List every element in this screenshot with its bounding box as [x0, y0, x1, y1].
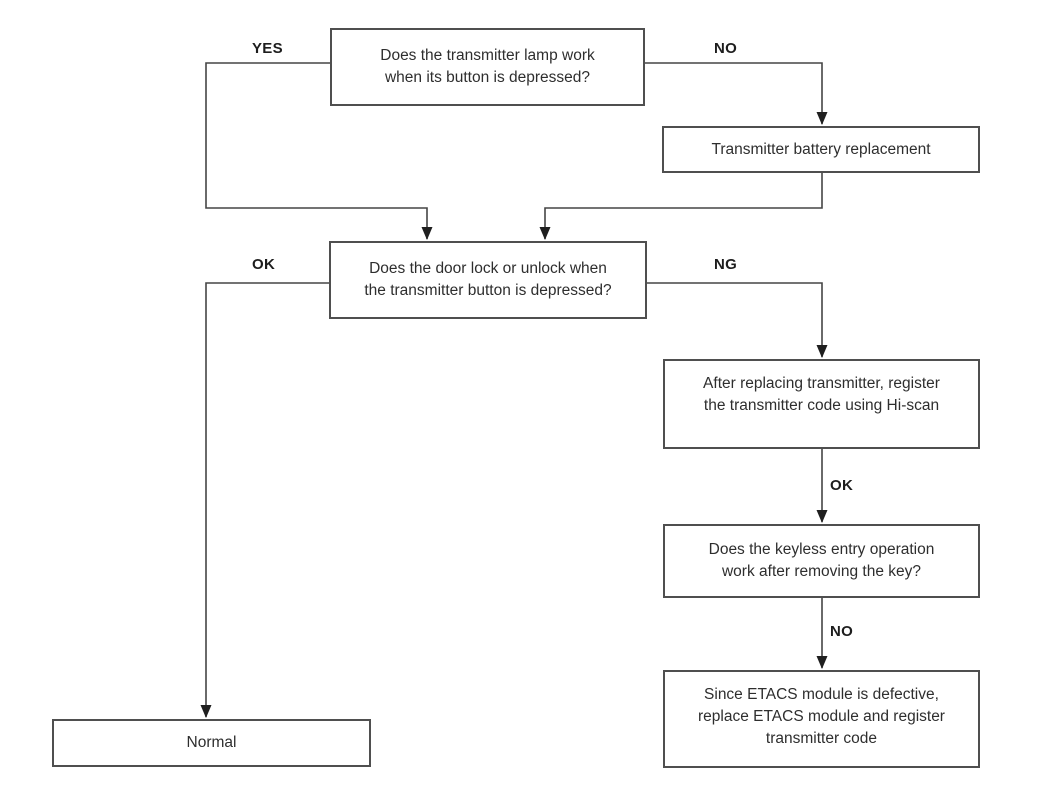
- branch-label-ok-after-register: OK: [830, 477, 854, 494]
- flow-node-keyless-entry-question: Does the keyless entry operation work af…: [663, 524, 980, 598]
- connector-ok-path-to-normal: [200, 282, 329, 718]
- branch-label-no-after-keyless: NO: [830, 623, 854, 640]
- flow-node-normal: Normal: [52, 719, 371, 767]
- flow-node-register-transmitter-code: After replacing transmitter, register th…: [663, 359, 980, 449]
- branch-label-ng: NG: [714, 256, 738, 273]
- flow-node-transmitter-lamp-question: Does the transmitter lamp work when its …: [330, 28, 645, 106]
- branch-label-ok: OK: [252, 256, 276, 273]
- connector-no-path: [645, 62, 828, 125]
- connector-ng-path: [647, 282, 828, 358]
- connector-battery-to-door-question: [539, 173, 823, 240]
- branch-label-yes: YES: [252, 40, 283, 57]
- branch-label-no: NO: [714, 40, 738, 57]
- flow-node-door-lock-question: Does the door lock or unlock when the tr…: [329, 241, 647, 319]
- flow-node-etacs-module-defective: Since ETACS module is defective, replace…: [663, 670, 980, 768]
- connector-yes-path: [205, 62, 433, 240]
- flow-node-battery-replacement: Transmitter battery replacement: [662, 126, 980, 173]
